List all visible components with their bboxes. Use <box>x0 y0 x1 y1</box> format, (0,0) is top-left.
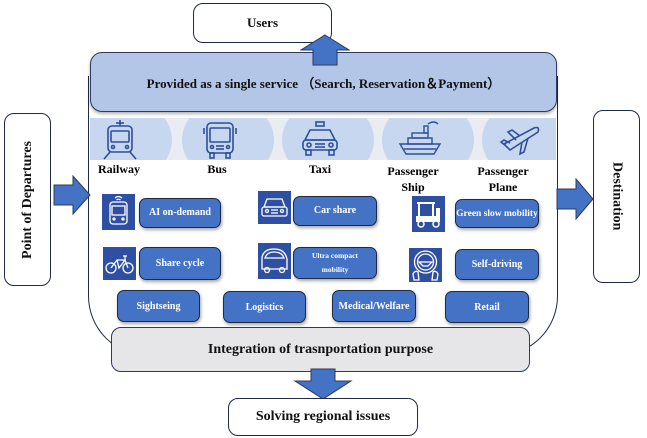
destination-box: Destination <box>593 110 640 283</box>
mode-label-plane: Passenger Plane <box>477 164 529 194</box>
mode-circle <box>382 118 474 160</box>
bicycle-icon <box>103 247 136 280</box>
single-service-label: Provided as a single service （Search, Re… <box>146 75 501 91</box>
purpose-logistics[interactable]: Logistics <box>223 291 306 323</box>
train-icon <box>103 120 137 160</box>
destination-label: Destination <box>609 162 625 231</box>
transport-mode-band <box>90 118 556 160</box>
golf-cart-icon <box>412 196 445 232</box>
down-arrow-icon <box>293 368 353 400</box>
right-arrow-icon <box>556 178 594 220</box>
integration-label: Integration of trasnportation purpose <box>207 341 434 357</box>
users-box: Users <box>193 3 332 43</box>
integration-bar: Integration of trasnportation purpose <box>111 327 530 372</box>
purpose-sightseeing[interactable]: Sightseing <box>117 290 200 322</box>
bus-icon <box>203 122 237 159</box>
mode-circle <box>482 118 556 160</box>
mode-label-bus: Bus <box>207 162 227 176</box>
ai-bus-icon <box>102 194 135 230</box>
users-label: Users <box>246 15 279 30</box>
service-self-driving[interactable]: Self-driving <box>455 249 539 280</box>
mode-label-railway: Railway <box>98 162 140 176</box>
point-of-departures-label: Point of Departures <box>19 140 35 259</box>
point-of-departures-box: Point of Departures <box>4 113 51 286</box>
service-share-cycle[interactable]: Share cycle <box>139 247 221 280</box>
ship-icon <box>398 121 442 155</box>
car-icon <box>258 191 291 224</box>
purpose-medical-welfare[interactable]: Medical/Welfare <box>332 290 416 322</box>
solving-label: Solving regional issues <box>255 409 391 424</box>
mode-circle <box>282 118 374 160</box>
airplane-icon <box>499 126 540 156</box>
purpose-retail[interactable]: Retail <box>445 291 529 323</box>
steering-wheel-icon <box>409 248 442 282</box>
service-ultra-compact-mobility[interactable]: Ultra compact mobility <box>293 247 377 279</box>
mode-label-ship: Passenger Ship <box>387 164 439 194</box>
compact-car-icon <box>258 243 291 279</box>
service-car-share[interactable]: Car share <box>293 196 377 226</box>
up-arrow-icon <box>300 34 350 66</box>
solving-regional-issues-box: Solving regional issues <box>228 398 418 436</box>
mode-label-taxi: Taxi <box>308 162 332 176</box>
service-green-slow-mobility[interactable]: Green slow mobility <box>455 199 539 228</box>
service-ai-on-demand[interactable]: AI on-demand <box>139 198 221 228</box>
taxi-icon <box>302 121 338 156</box>
right-arrow-icon <box>53 175 91 215</box>
